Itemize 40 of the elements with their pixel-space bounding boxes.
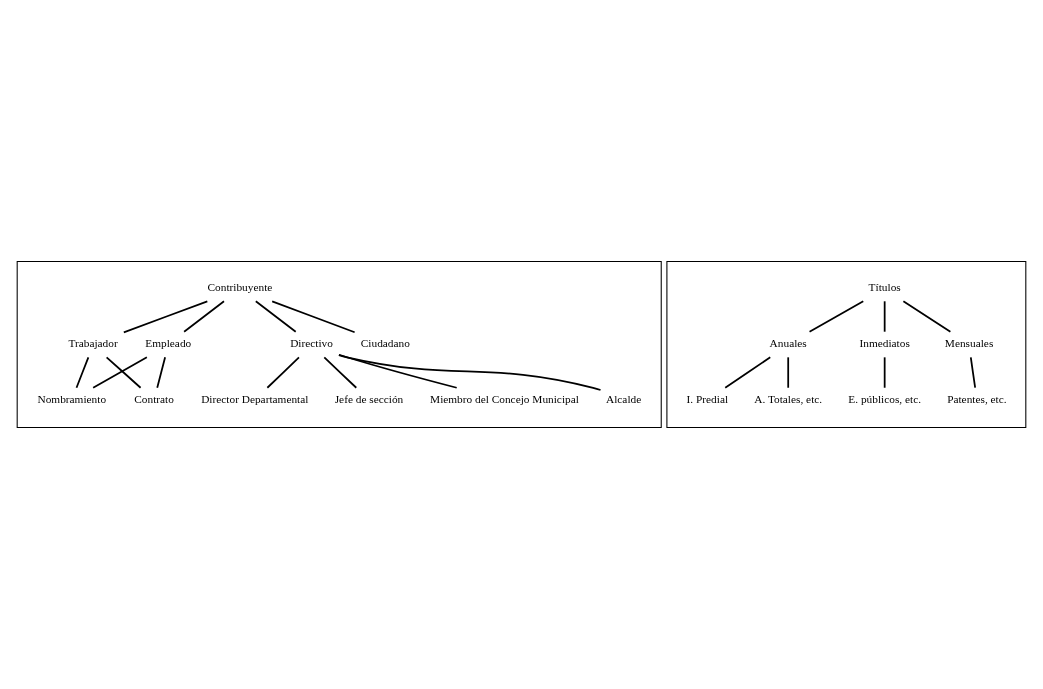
node-text: I. Predial: [686, 393, 729, 406]
connector: [92, 356, 148, 389]
node-text: Anuales: [769, 337, 807, 350]
connector: [338, 353, 458, 389]
connector: [787, 356, 790, 389]
connector: [183, 300, 225, 333]
node-text: Títulos: [868, 281, 901, 294]
node-text: Inmediatos: [859, 337, 910, 350]
node-text: Ciudadano: [360, 337, 410, 350]
node-text: E. públicos, etc.: [848, 393, 921, 406]
cluster: [16, 261, 662, 428]
connector: [266, 356, 300, 389]
node-text: Trabajador: [68, 337, 118, 350]
node-text: Nombramiento: [37, 393, 107, 406]
cluster: [666, 261, 1027, 428]
connector: [156, 356, 166, 389]
connector: [902, 300, 952, 333]
node-text: Empleado: [145, 337, 192, 350]
connector: [75, 356, 90, 389]
connector: [969, 356, 977, 389]
connector: [271, 300, 356, 334]
node-text: Director Departamental: [201, 393, 309, 406]
node-text: Patentes, etc.: [947, 393, 1007, 406]
node-text: Miembro del Concejo Municipal: [430, 393, 579, 406]
node-text: Contrato: [134, 393, 174, 406]
node-text: A. Totales, etc.: [754, 393, 823, 406]
connector: [254, 300, 297, 333]
node-text: Contribuyente: [207, 281, 273, 294]
node-text: Jefe de sección: [334, 393, 404, 406]
connector: [883, 356, 886, 389]
connector: [808, 300, 865, 333]
connector: [724, 356, 772, 389]
connector: [122, 300, 209, 334]
connector: [883, 300, 886, 333]
connector: [323, 356, 358, 389]
connector: [338, 354, 602, 391]
node-text: Directivo: [290, 337, 333, 350]
node-text: Alcalde: [606, 393, 642, 406]
connector: [105, 356, 142, 389]
node-text: Mensuales: [944, 337, 994, 350]
